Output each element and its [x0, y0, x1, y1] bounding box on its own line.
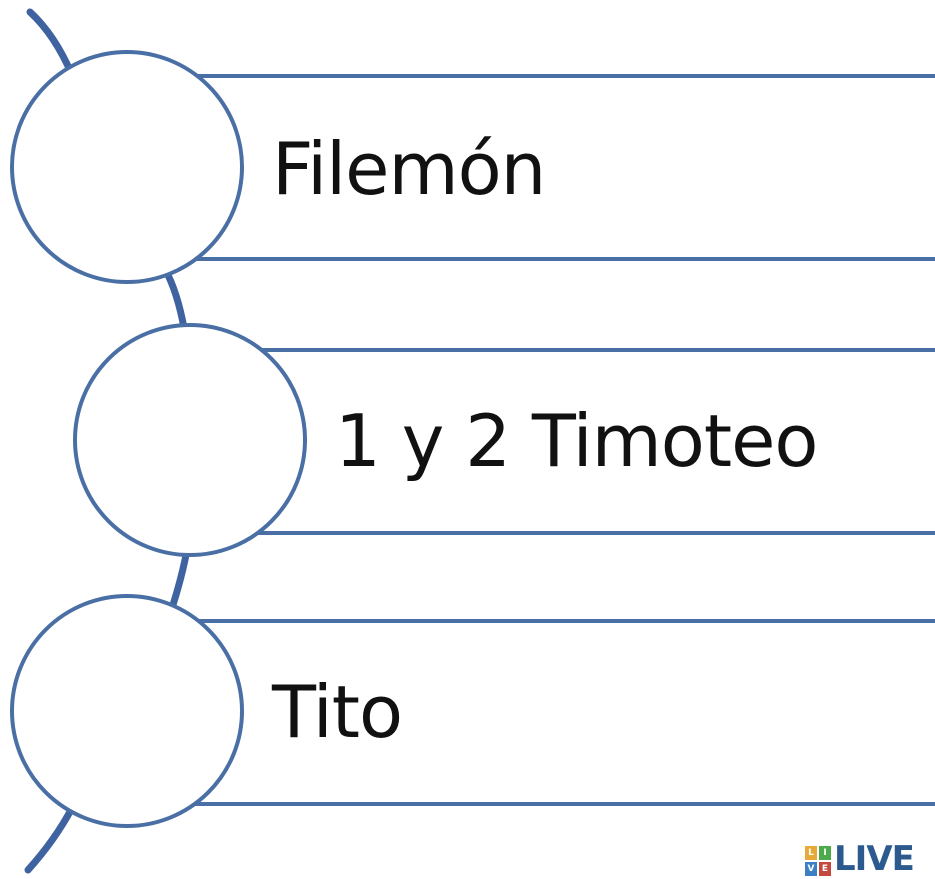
- item-label-1: Filemón: [272, 127, 546, 211]
- spine-bottom: [24, 804, 76, 874]
- spine-top: [26, 8, 76, 79]
- item-label-3: Tito: [272, 670, 403, 754]
- item-label-2: 1 y 2 Timoteo: [335, 399, 818, 483]
- item-box-3: [126, 619, 935, 806]
- item-circle-1: [10, 50, 244, 284]
- item-circle-2: [73, 323, 307, 557]
- item-box-2: [188, 348, 935, 535]
- item-box-1: [126, 74, 935, 261]
- live-logo: L I V E LIVE: [805, 839, 915, 879]
- live-logo-mark-icon: L I V E: [805, 846, 831, 876]
- item-circle-3: [10, 594, 244, 828]
- live-logo-text: LIVE: [834, 839, 915, 879]
